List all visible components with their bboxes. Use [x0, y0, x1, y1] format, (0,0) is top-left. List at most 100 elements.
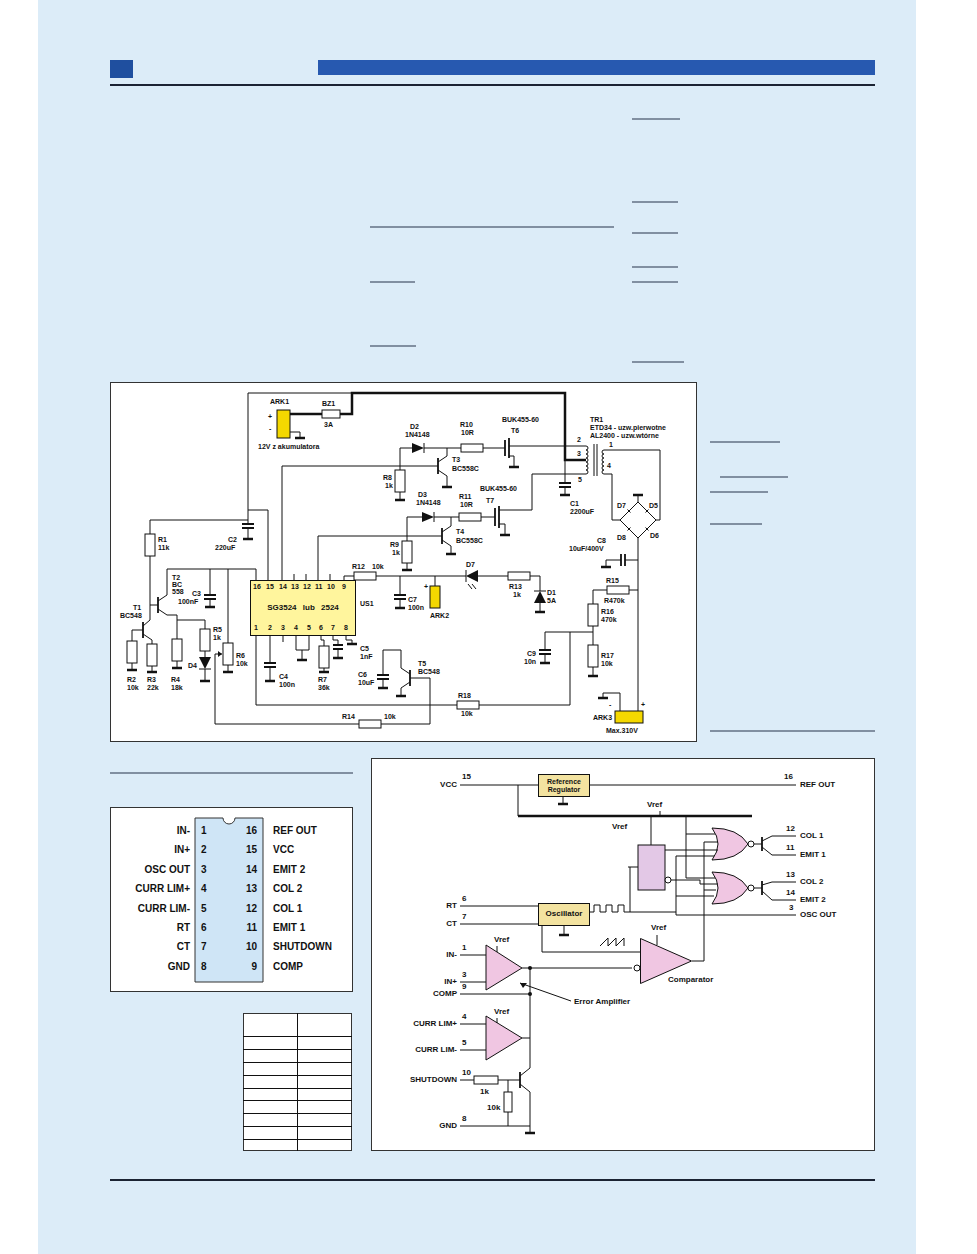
node-text: Reference Regulator	[541, 778, 587, 793]
page-ground	[318, 60, 875, 75]
pin-label: 7	[201, 942, 207, 952]
pin-label: 6	[201, 923, 207, 933]
ic-pinout-body	[195, 818, 263, 982]
schematic-label: 3A	[324, 421, 333, 428]
schematic-label: 1k	[213, 634, 221, 641]
schematic-label: 10uF	[358, 679, 374, 686]
schematic-wiring	[150, 569, 430, 724]
signal-label: VCC	[440, 781, 457, 789]
schematic-wiring	[172, 639, 182, 661]
schematic-wiring	[400, 446, 586, 499]
schematic-label: T6	[511, 427, 519, 434]
schematic-label: 10k	[601, 660, 613, 667]
page-ground	[38, 0, 916, 1254]
schematic-wiring	[461, 444, 483, 452]
schematic-wiring	[127, 641, 137, 663]
schematic-label: D3	[418, 491, 427, 498]
block-diagram-wiring	[754, 836, 796, 900]
signal-label: 13	[786, 871, 795, 879]
schematic-label: C2	[228, 536, 237, 543]
schematic-label: 1N4148	[405, 431, 430, 438]
schematic-label: T4	[456, 528, 464, 535]
signal-label: Vref	[494, 936, 509, 944]
schematic-label: 11k	[158, 544, 169, 551]
schematic-label: D8	[617, 534, 626, 541]
pin-label: 10	[246, 942, 257, 952]
schematic-label: 12	[303, 583, 311, 590]
signal-label: SHUTDOWN	[410, 1076, 457, 1084]
schematic-label: C5	[360, 645, 369, 652]
schematic-label: C9	[527, 650, 536, 657]
schematic-label: 100n	[408, 604, 424, 611]
schematic-label: BC558C	[452, 465, 479, 472]
schematic-label: C1	[570, 500, 579, 507]
pin-label: COL 2	[273, 884, 302, 894]
schematic-label: 8	[344, 624, 348, 631]
schematic-label: 14	[279, 583, 287, 590]
schematic-label: 1k	[392, 549, 400, 556]
schematic-wiring	[290, 393, 586, 460]
schematic-label: R14	[342, 713, 355, 720]
block-diagram-wiring	[460, 785, 796, 934]
pin-label: 11	[246, 923, 257, 933]
schematic-label: BC548	[418, 668, 440, 675]
schematic-label: 2200uF	[570, 508, 594, 515]
signal-label: 1	[462, 944, 466, 952]
pin-label: COL 1	[273, 904, 302, 914]
pin-label: CURR LIM-	[138, 904, 190, 914]
schematic-label: 10k	[236, 660, 248, 667]
schematic-label: ARK1	[270, 398, 289, 405]
block-diagram-wiring	[665, 877, 671, 883]
schematic-label: 11	[315, 583, 322, 590]
pin-label: IN-	[177, 826, 190, 836]
block-diagram-wiring	[474, 1076, 498, 1084]
schematic-wiring	[593, 496, 656, 711]
schematic-label: BC548	[120, 612, 142, 619]
schematic-wiring	[424, 443, 425, 453]
schematic-label: D7	[617, 502, 626, 509]
signal-label: 1k	[480, 1088, 489, 1096]
schematic-label: 1k	[385, 482, 393, 489]
schematic-label: 22k	[147, 684, 159, 691]
empty-table	[243, 1013, 352, 1151]
schematic-label: 2	[268, 624, 272, 631]
node-text: SG3524 lub 2524	[267, 604, 339, 613]
schematic-label: ARK2	[430, 612, 449, 619]
schematic-label: R15	[606, 577, 619, 584]
schematic-label: +	[268, 413, 272, 420]
page-ground	[110, 84, 875, 86]
block-diagram-wiring	[460, 785, 796, 1133]
schematic-wiring	[395, 470, 405, 492]
schematic-label: 10k	[384, 713, 396, 720]
signal-label: CT	[446, 920, 457, 928]
page-ground	[110, 1179, 875, 1181]
pin-label: 1	[201, 826, 207, 836]
pin-label: 12	[246, 904, 257, 914]
schematic-label: 5A	[547, 597, 556, 604]
schematic-wiring	[412, 443, 424, 453]
schematic-label: R9	[390, 541, 399, 548]
schematic-label: 2	[577, 436, 581, 443]
signal-label: 4	[462, 1013, 466, 1021]
schematic-wiring	[407, 460, 586, 569]
schematic-label: 7	[331, 624, 335, 631]
schematic-label: R18	[458, 692, 471, 699]
schematic-label: 100n	[279, 681, 295, 688]
block-diagram-wiring	[460, 946, 632, 1050]
schematic-label: 10k	[372, 563, 384, 570]
schematic-label: D2	[410, 423, 419, 430]
schematic-wiring	[199, 669, 211, 670]
pin-label: EMIT 2	[273, 865, 305, 875]
figure-frame	[111, 383, 875, 1151]
signal-label: 5	[462, 1039, 466, 1047]
schematic-label: 4	[294, 624, 298, 631]
schematic-label: BC558C	[456, 537, 483, 544]
schematic-label: 1nF	[360, 653, 372, 660]
schematic-label: R4	[171, 676, 180, 683]
pin-label: 8	[201, 962, 207, 972]
block-diagram-wiring	[528, 966, 532, 970]
signal-label: 15	[462, 773, 471, 781]
schematic-label: 1	[254, 624, 258, 631]
schematic-label: 10R	[460, 501, 473, 508]
schematic-label: TR1	[590, 416, 603, 423]
